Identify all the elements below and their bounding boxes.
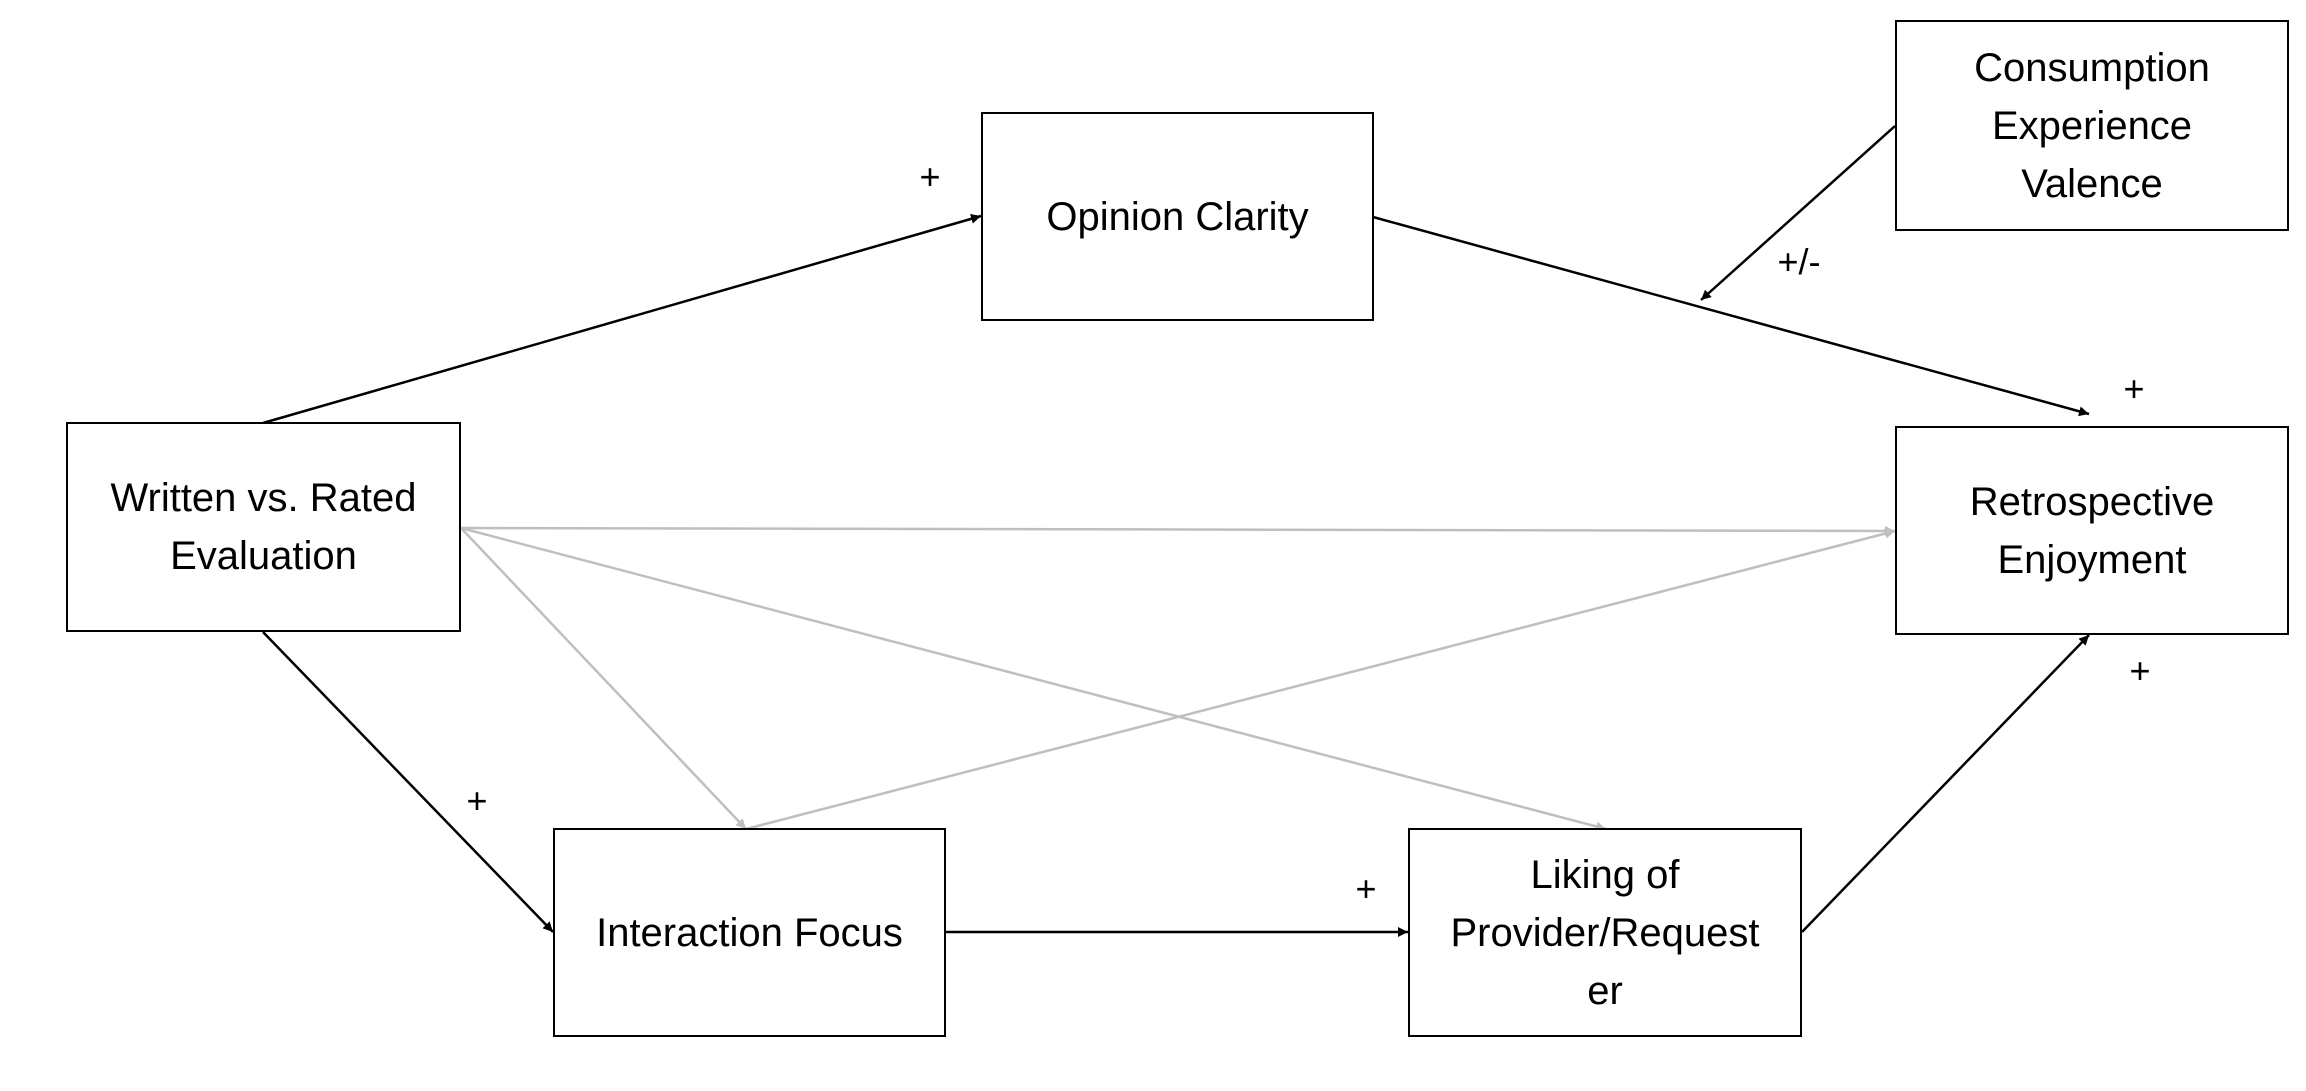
node-written-rated-evaluation: Written vs. Rated Evaluation [66, 422, 461, 632]
node-consumption-experience-valence: Consumption Experience Valence [1895, 20, 2289, 231]
arrow-written-to-interaction [262, 631, 554, 933]
node-label: Interaction Focus [596, 910, 903, 955]
arrow-written-to-interaction-gray [460, 527, 747, 830]
sign-interaction-to-liking: + [1355, 868, 1377, 909]
node-liking-provider-requester: Liking of Provider/Request er [1408, 828, 1802, 1037]
sign-written-to-opinion: + [919, 156, 941, 197]
arrow-written-to-enjoyment-gray [460, 525, 1896, 536]
arrow-opinion-to-enjoyment [1372, 215, 2090, 417]
node-label: Consumption Experience Valence [1974, 45, 2210, 206]
node-interaction-focus: Interaction Focus [553, 828, 946, 1037]
node-label: Retrospective Enjoyment [1969, 479, 2215, 582]
sign-written-to-interaction: + [466, 780, 488, 821]
sign-opinion-to-enjoyment: + [2123, 368, 2145, 409]
arrow-valence-moderation [1700, 125, 1896, 301]
sign-liking-to-enjoyment: + [2129, 650, 2151, 691]
node-label: Liking of Provider/Request er [1450, 852, 1760, 1013]
arrow-written-to-opinion [262, 213, 982, 425]
arrow-liking-to-enjoyment [1801, 634, 2090, 933]
arrow-written-to-liking-gray [460, 526, 1607, 832]
node-opinion-clarity: Opinion Clarity [981, 112, 1374, 321]
node-label: Written vs. Rated Evaluation [110, 476, 417, 578]
arrow-interaction-to-enjoyment-gray [745, 528, 1896, 831]
node-label: Opinion Clarity [1046, 194, 1309, 239]
sign-valence-moderation: +/- [1777, 241, 1821, 282]
node-retrospective-enjoyment: Retrospective Enjoyment [1895, 426, 2289, 635]
